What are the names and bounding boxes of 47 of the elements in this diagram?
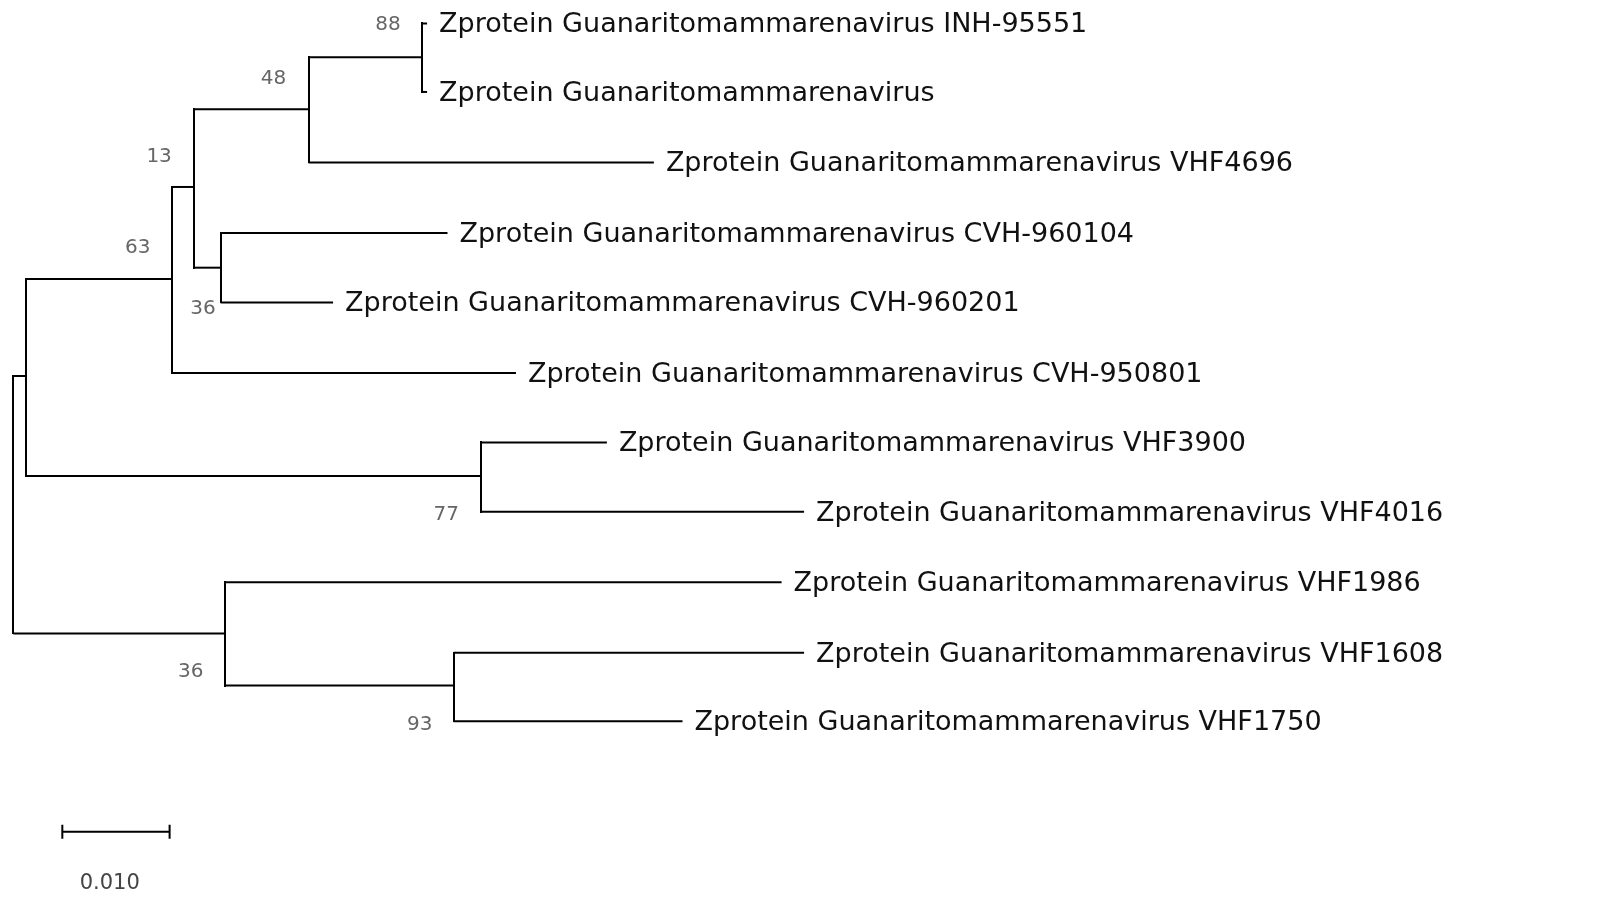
tree-branch (193, 108, 310, 111)
branch-junction (223, 581, 226, 687)
tree-branch (307, 161, 655, 164)
branch-junction (480, 441, 483, 513)
tree-branch (193, 266, 222, 269)
branch-junction (307, 56, 310, 164)
branch-junction (452, 651, 455, 723)
bootstrap-value: 48 (260, 64, 287, 89)
taxon-label: Zprotein Guanaritomammarenavirus (427, 74, 935, 109)
bootstrap-value: 13 (146, 143, 172, 168)
bootstrap-value: 63 (124, 234, 151, 259)
tree-branch (12, 632, 226, 635)
branch-junction (219, 231, 222, 304)
tree-branch (219, 301, 335, 304)
taxon-label: Zprotein Guanaritomammarenavirus CVH-960201 (333, 285, 1020, 320)
tree-branch (223, 684, 455, 687)
taxon-label: Zprotein Guanaritomammarenavirus CVH-960104 (447, 215, 1135, 250)
taxon-label: Zprotein Guanaritomammarenavirus VHF1750 (682, 704, 1322, 739)
bootstrap-value: 77 (433, 500, 459, 525)
tree-branch (307, 56, 423, 59)
taxon-label: Zprotein Guanaritomammarenavirus VHF4016 (804, 494, 1444, 529)
branch-junction (12, 374, 15, 635)
tree-branch (24, 277, 173, 280)
branch-junction (193, 108, 196, 269)
tree-branch (24, 475, 483, 478)
tree-branch (219, 231, 449, 234)
bootstrap-value: 88 (375, 11, 401, 36)
tree-branch (170, 371, 517, 374)
tree-branch (223, 581, 783, 584)
branch-junction (420, 22, 423, 93)
tree-branch (480, 510, 806, 513)
bootstrap-value: 36 (190, 294, 216, 319)
taxon-label: Zprotein Guanaritomammarenavirus INH-95551 (427, 6, 1088, 41)
tree-branch (452, 651, 806, 654)
taxon-label: Zprotein Guanaritomammarenavirus VHF4696 (653, 145, 1293, 180)
tree-branch (480, 441, 608, 444)
bootstrap-value: 36 (178, 658, 204, 683)
taxon-label: Zprotein Guanaritomammarenavirus VHF1986 (781, 565, 1421, 600)
taxon-label: Zprotein Guanaritomammarenavirus CVH-950801 (515, 355, 1203, 390)
tree-branch (452, 720, 684, 723)
taxon-label: Zprotein Guanaritomammarenavirus VHF3900 (606, 425, 1246, 460)
bootstrap-value: 93 (406, 711, 433, 736)
scale-bar-label: 0.010 (79, 870, 140, 895)
taxon-label: Zprotein Guanaritomammarenavirus VHF1608 (804, 635, 1444, 670)
branch-junction (24, 277, 27, 478)
branch-junction (170, 185, 173, 374)
tree-branch (170, 185, 196, 188)
